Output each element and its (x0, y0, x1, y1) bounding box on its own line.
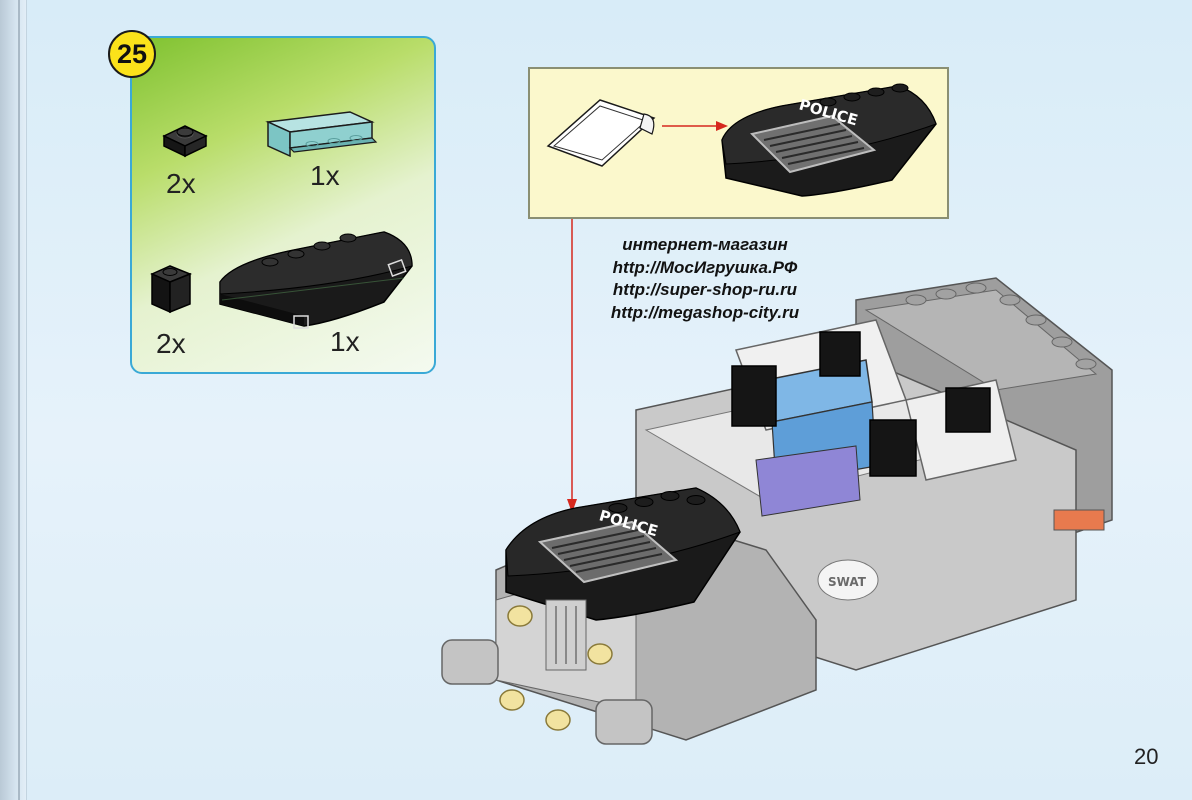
black-plate-1x1-icon (162, 125, 208, 158)
part-quantity: 2x (166, 168, 196, 199)
police-hood-piece-icon: POLICE (721, 83, 937, 197)
book-spine (0, 0, 27, 800)
door-swat-text: SWAT (828, 575, 867, 589)
step-number-badge: 25 (108, 30, 156, 78)
watermark-text-block: интернет-магазин http://МосИгрушка.РФ ht… (560, 234, 850, 324)
black-curved-slope-icon (219, 231, 413, 329)
trans-light-blue-panel-icon (265, 111, 378, 158)
watermark-line: http://МосИгрушка.РФ (612, 257, 798, 277)
sticker-apply-arrow (662, 121, 728, 131)
part-quantity: 1x (330, 326, 360, 357)
swat-vehicle-illustration: POLICE SWAT (441, 277, 1113, 745)
part-quantity: 2x (156, 328, 186, 359)
watermark-line: интернет-магазин (622, 235, 788, 254)
part-quantity: 1x (310, 160, 340, 191)
page-number: 20 (1134, 744, 1159, 769)
placement-arrow (567, 219, 577, 513)
watermark-line: http://megashop-city.ru (610, 302, 800, 322)
watermark-line: http://super-shop-ru.ru (612, 280, 798, 299)
step-number: 25 (116, 38, 148, 69)
sticker-sheet-icon (546, 99, 656, 167)
black-brick-1x1-icon (150, 265, 193, 314)
